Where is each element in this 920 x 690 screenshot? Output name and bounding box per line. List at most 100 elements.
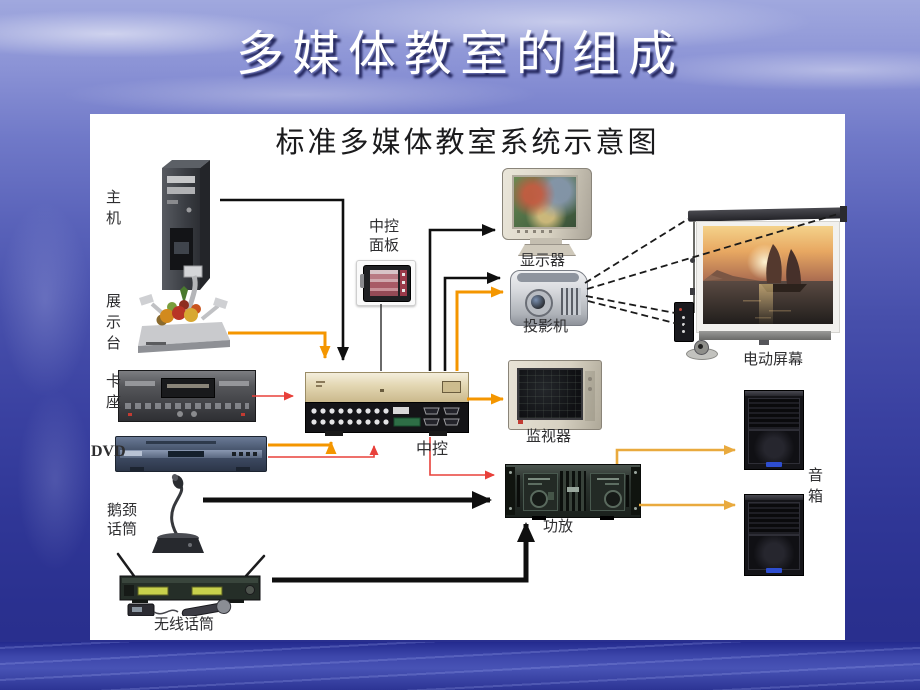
label-monitor: 监视器: [526, 429, 572, 445]
gooseneck-mic-graphic: [152, 474, 204, 553]
cable: [153, 609, 179, 615]
woofer-section: [748, 535, 800, 570]
screen-housing-bar: [687, 207, 847, 222]
channel-module: [523, 473, 558, 511]
speaker-top-face: [745, 391, 803, 396]
label-presenter: 展示台: [105, 294, 121, 352]
pineapple-leaves: [180, 286, 188, 304]
knob: [177, 411, 183, 417]
screw: [634, 507, 637, 510]
drive-slot: [442, 381, 461, 393]
badge: [567, 487, 579, 492]
foot: [532, 516, 546, 520]
rod-knob: [690, 288, 695, 295]
fruit: [184, 308, 198, 322]
drive-bay: [167, 187, 195, 194]
device-monitor: [508, 360, 602, 430]
controller-top-face: [305, 372, 469, 403]
pull-tab: [759, 340, 769, 345]
camera-head: [183, 265, 203, 278]
side-rod: [693, 221, 695, 313]
button-row: [125, 403, 249, 409]
label-wireless-mic: 无线话筒: [154, 617, 215, 633]
horn-section: [748, 398, 800, 430]
remote-control: [674, 302, 694, 342]
device-speaker-top: [744, 390, 804, 470]
label-display: 显示器: [520, 253, 566, 269]
indicator: [128, 413, 132, 416]
disc-tray: [146, 441, 216, 444]
knob: [191, 411, 197, 417]
wireless-mic-graphic: [116, 552, 266, 618]
device-wireless-mic: [112, 552, 272, 618]
detail: [528, 478, 550, 480]
screw: [509, 507, 512, 510]
horn-section: [748, 502, 800, 535]
detail: [597, 478, 619, 480]
antenna: [116, 552, 136, 578]
dvd-display: [168, 451, 204, 457]
talk-button: [188, 543, 192, 547]
dot: [402, 281, 405, 284]
sun-reflection: [759, 284, 773, 324]
pc-tower-graphic: [162, 160, 210, 290]
monitor-neck: [530, 238, 562, 244]
controller-connector-panel: [305, 402, 469, 433]
display-window: [191, 586, 223, 596]
remote-button: [682, 330, 685, 333]
db-connectors: [423, 407, 460, 426]
handheld-mic: [181, 599, 232, 618]
touch-screen: [370, 270, 398, 296]
device-amplifier: [505, 464, 641, 520]
mic-base: [152, 538, 204, 553]
volume-knob: [604, 490, 622, 508]
device-dvd-player: [115, 436, 267, 472]
device-motor-screen: [674, 200, 847, 370]
crt-body: [502, 168, 592, 240]
touch-panel-body: [360, 265, 411, 302]
indicator: [241, 413, 245, 416]
label-dvd: DVD: [91, 443, 126, 460]
screw: [634, 471, 637, 474]
speaker-logo: [766, 462, 782, 467]
antenna: [244, 554, 266, 578]
device-control-panel: [356, 260, 416, 306]
side-panel: [585, 371, 595, 421]
label-host: 主机: [105, 190, 121, 227]
foot: [325, 431, 343, 436]
detail: [219, 381, 249, 386]
diagram-panel: 标准多媒体教室系统示意图 主机 展示台 卡座 DVD 鹅颈话筒 无线话筒 中控面…: [90, 114, 847, 640]
detail: [528, 483, 542, 485]
device-cassette-deck: [118, 370, 256, 422]
rack-ear: [631, 467, 640, 515]
fruit: [172, 306, 186, 320]
projector-lens: [525, 289, 553, 317]
drive-bay: [167, 176, 195, 183]
foot: [600, 516, 614, 520]
remote-button: [682, 316, 685, 319]
woofer-section: [748, 430, 800, 464]
control-buttons: [517, 230, 557, 233]
device-speaker-bottom: [744, 494, 804, 576]
button-column: [400, 270, 407, 296]
buttons: [232, 452, 258, 456]
label-gooseneck-mic: 鹅颈话筒: [106, 503, 137, 538]
handle: [517, 475, 520, 507]
label-speakers: 音箱: [807, 468, 823, 505]
power-button: [186, 207, 192, 213]
lens-glass: [531, 295, 545, 309]
presenter-graphic: [138, 265, 230, 353]
device-projector: [510, 270, 588, 326]
device-central-controller: [305, 370, 469, 436]
label-control-panel: 中控面板: [368, 219, 399, 254]
detail: [605, 483, 619, 485]
screen-surface: [696, 221, 840, 333]
label-motor-screen: 电动屏幕: [743, 352, 804, 368]
device-host-pc-tower: [158, 156, 214, 296]
detail: [316, 385, 322, 387]
monitor-screen: [517, 368, 583, 420]
detail: [167, 384, 209, 388]
projected-image-sailboat: [703, 226, 833, 324]
lamp-arm: [200, 304, 220, 321]
